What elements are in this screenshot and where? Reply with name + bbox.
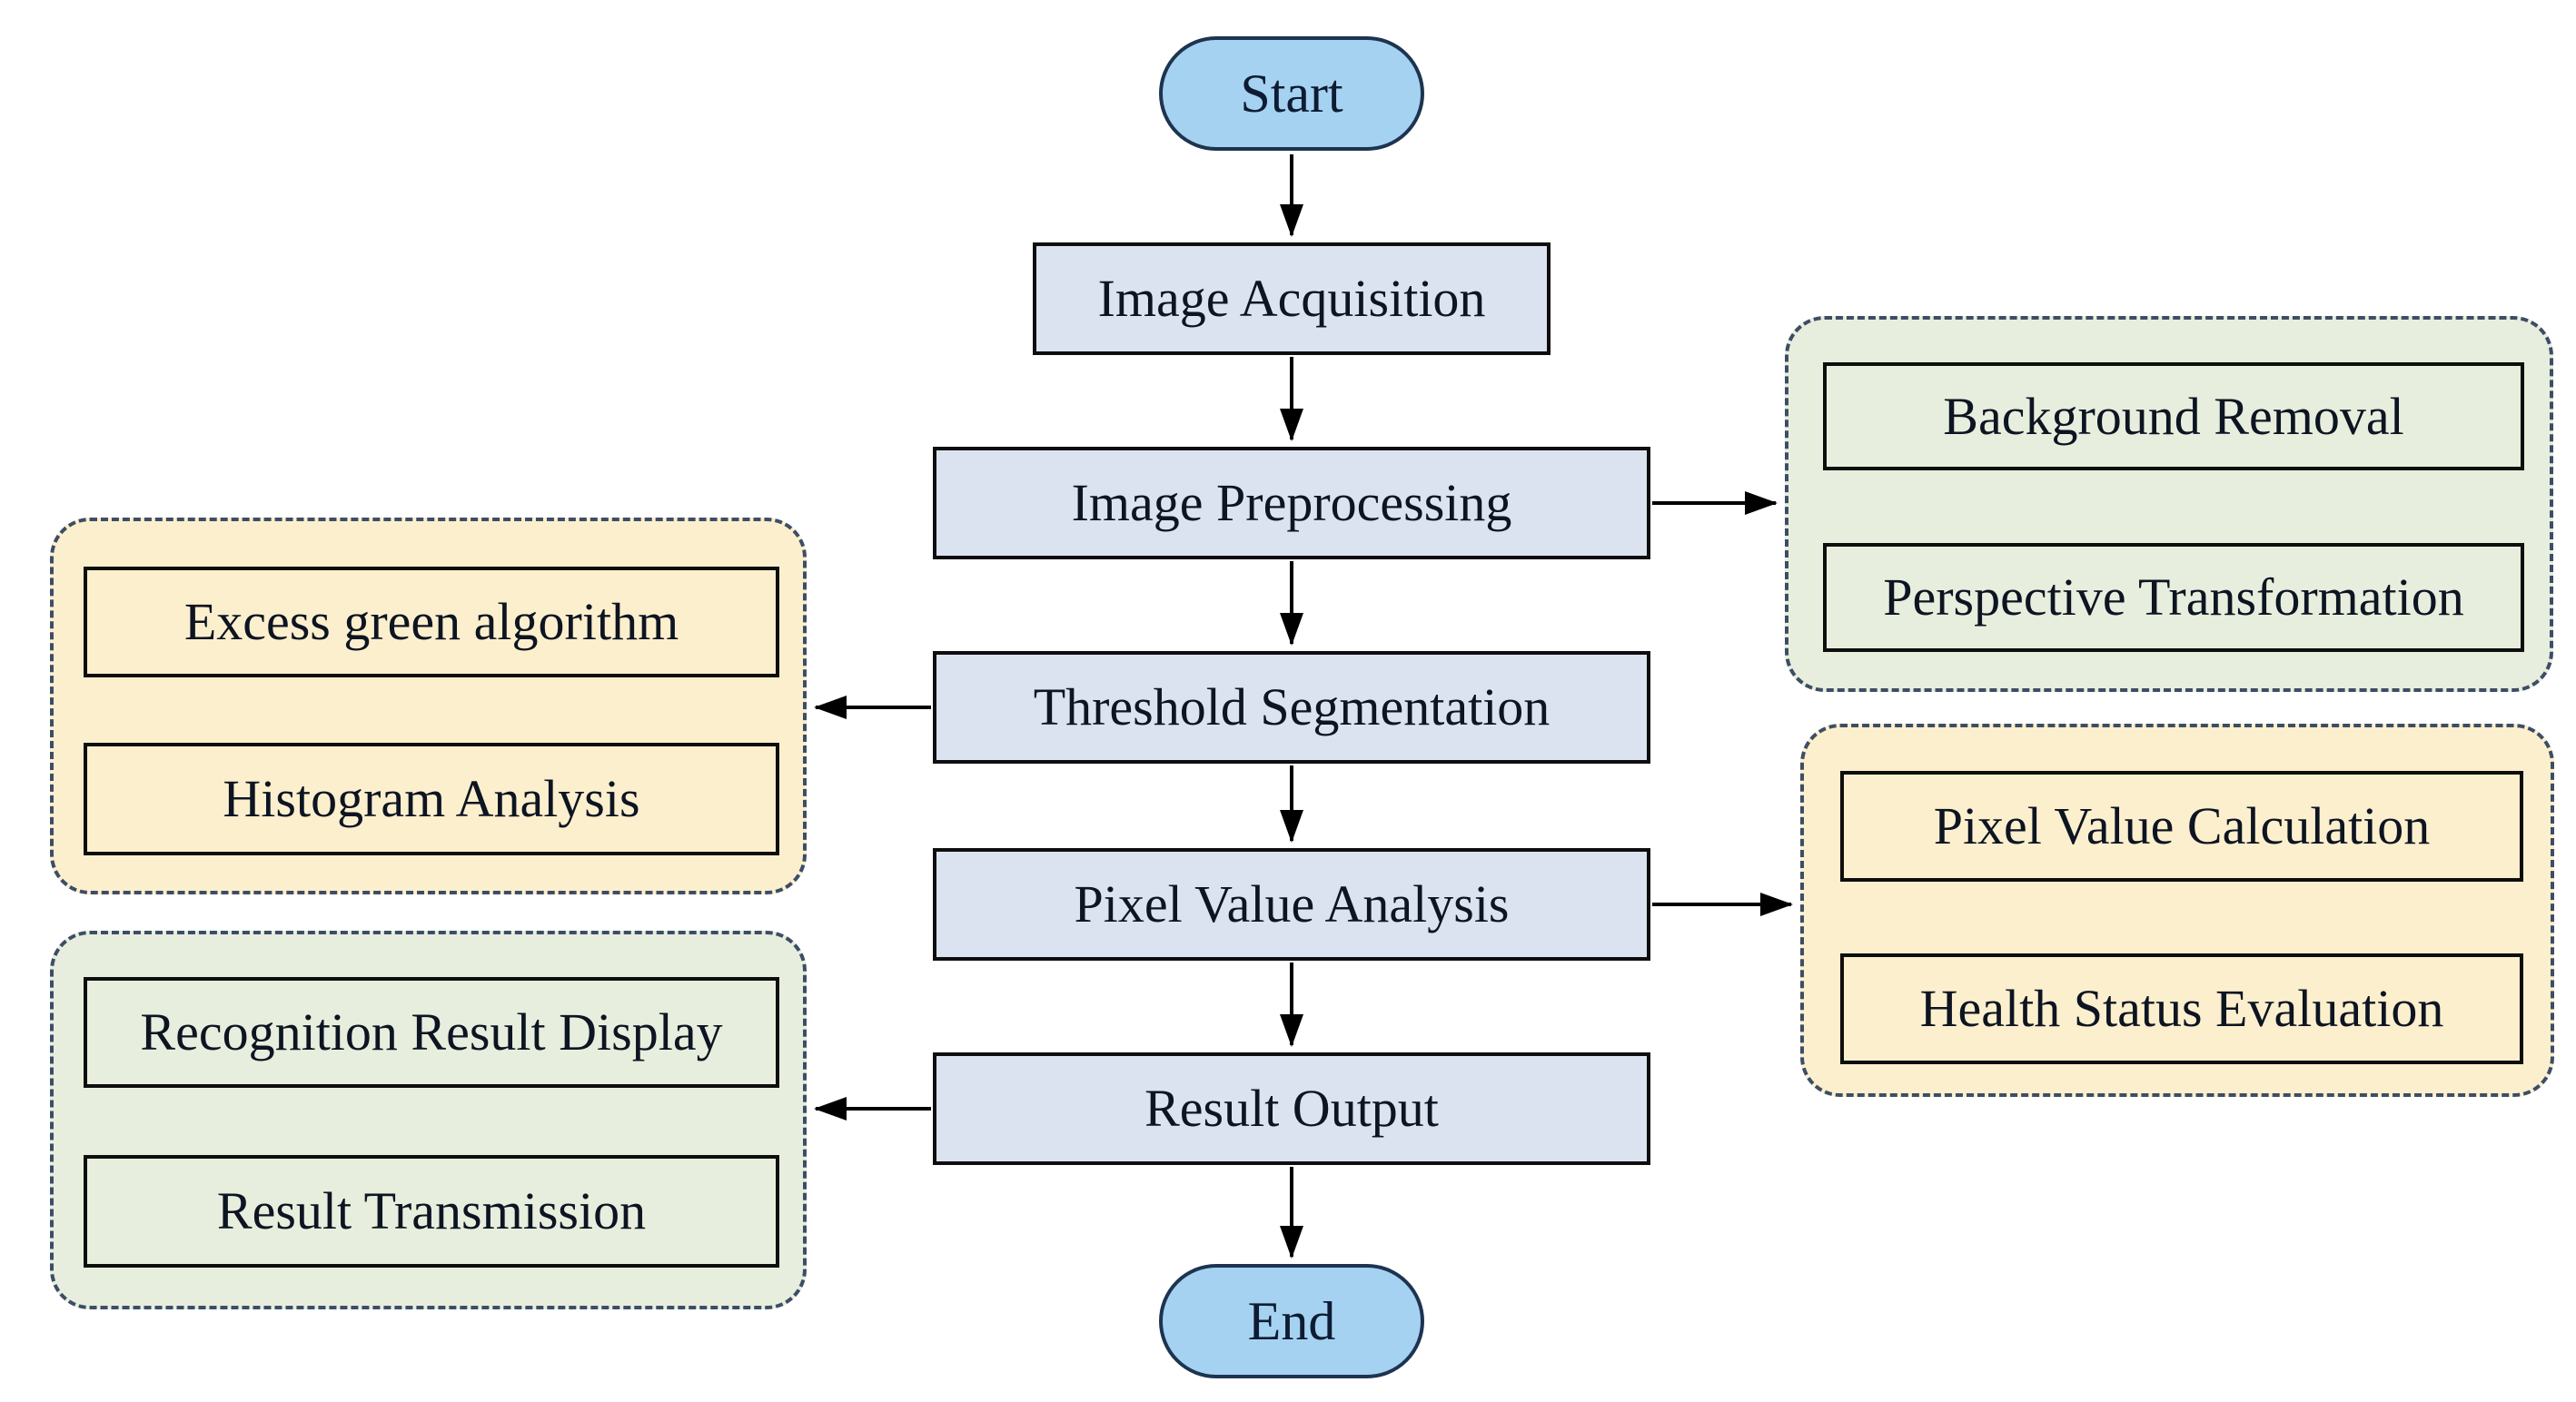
node-histogram-analysis: Histogram Analysis xyxy=(84,743,779,855)
node-image-preprocessing: Image Preprocessing xyxy=(933,447,1650,559)
node-start: Start xyxy=(1159,36,1424,151)
node-histogram-analysis-label: Histogram Analysis xyxy=(223,769,640,829)
node-end: End xyxy=(1159,1264,1424,1378)
node-excess-green-algorithm: Excess green algorithm xyxy=(84,567,779,677)
node-image-preprocessing-label: Image Preprocessing xyxy=(1071,473,1512,533)
node-result-transmission-label: Result Transmission xyxy=(216,1181,647,1241)
group-output-detail: Recognition Result Display Result Transm… xyxy=(50,931,807,1309)
node-threshold-segmentation-label: Threshold Segmentation xyxy=(1033,677,1551,737)
node-pixel-value-calculation-label: Pixel Value Calculation xyxy=(1933,796,2431,856)
group-preprocessing-detail: Background Removal Perspective Transform… xyxy=(1785,316,2553,692)
node-threshold-segmentation: Threshold Segmentation xyxy=(933,651,1650,764)
node-result-output: Result Output xyxy=(933,1052,1650,1165)
node-pixel-value-analysis-label: Pixel Value Analysis xyxy=(1074,874,1510,934)
node-image-acquisition-label: Image Acquisition xyxy=(1097,269,1486,329)
node-perspective-transformation-label: Perspective Transformation xyxy=(1883,568,2464,627)
node-excess-green-algorithm-label: Excess green algorithm xyxy=(183,592,679,652)
node-result-output-label: Result Output xyxy=(1144,1079,1439,1139)
node-health-status-evaluation: Health Status Evaluation xyxy=(1840,953,2523,1064)
node-result-transmission: Result Transmission xyxy=(84,1155,779,1268)
node-perspective-transformation: Perspective Transformation xyxy=(1823,543,2524,652)
node-start-label: Start xyxy=(1240,64,1343,123)
node-end-label: End xyxy=(1247,1291,1336,1351)
node-health-status-evaluation-label: Health Status Evaluation xyxy=(1919,979,2444,1039)
group-analysis-detail: Pixel Value Calculation Health Status Ev… xyxy=(1800,724,2554,1097)
node-recognition-result-display-label: Recognition Result Display xyxy=(140,1002,723,1062)
node-recognition-result-display: Recognition Result Display xyxy=(84,977,779,1088)
node-background-removal-label: Background Removal xyxy=(1943,386,2404,446)
node-image-acquisition: Image Acquisition xyxy=(1033,242,1551,355)
node-pixel-value-calculation: Pixel Value Calculation xyxy=(1840,771,2523,882)
group-segmentation-detail: Excess green algorithm Histogram Analysi… xyxy=(50,518,807,894)
node-pixel-value-analysis: Pixel Value Analysis xyxy=(933,848,1650,961)
node-background-removal: Background Removal xyxy=(1823,362,2524,470)
